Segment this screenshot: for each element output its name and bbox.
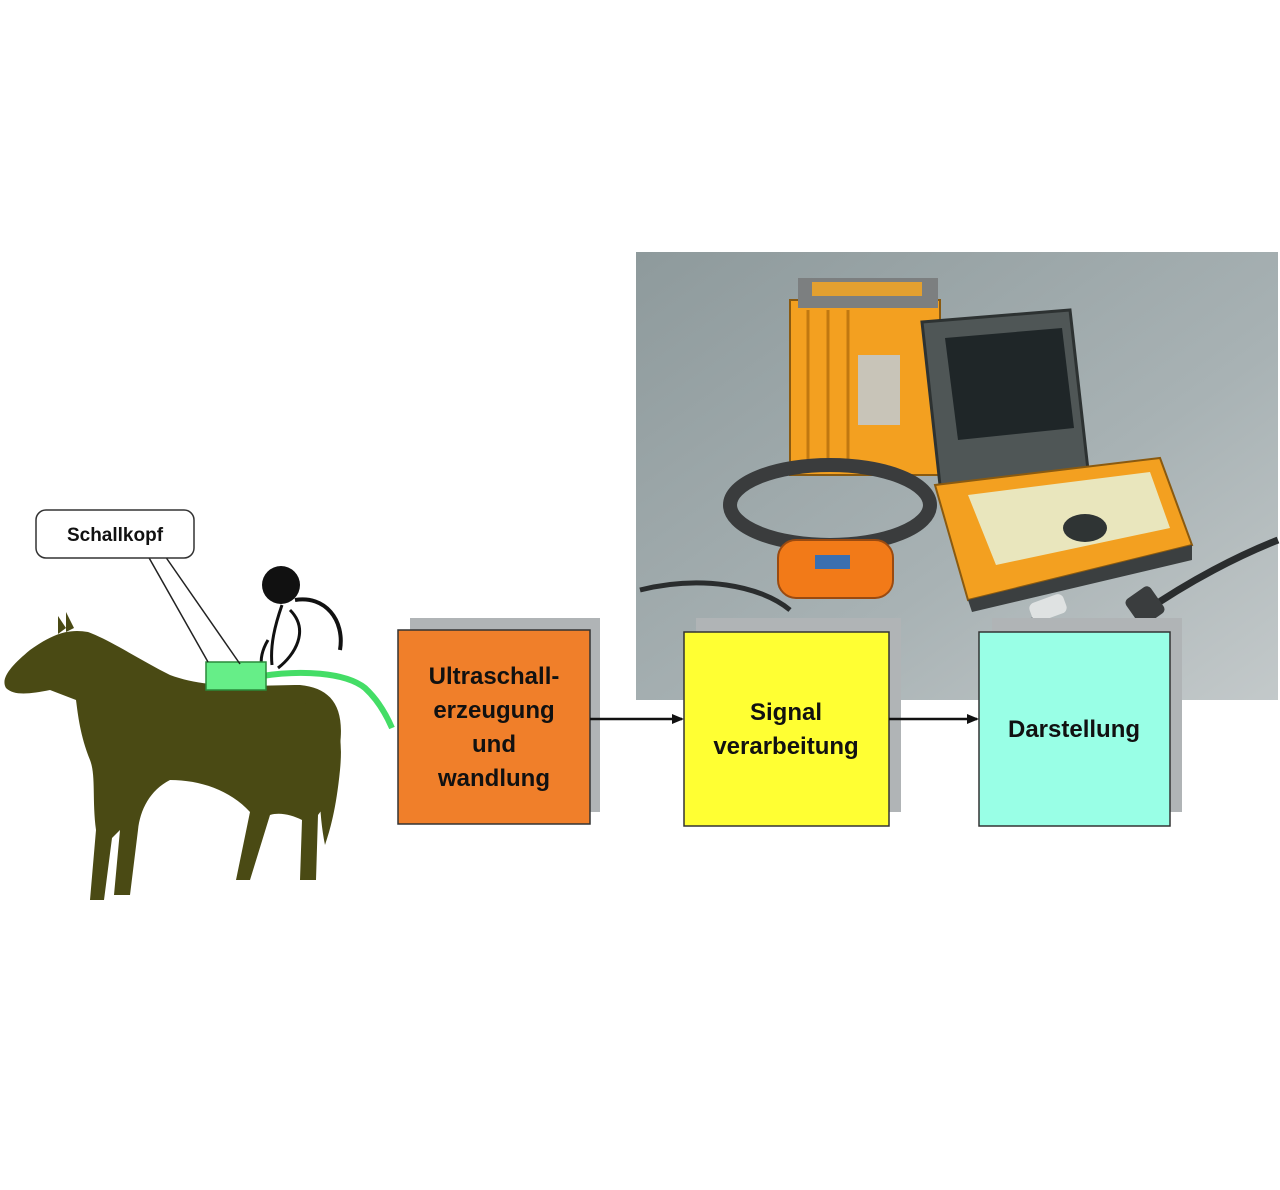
- block-label-line: Ultraschall-: [429, 663, 560, 690]
- block-label-line: Darstellung: [1008, 716, 1140, 743]
- probe-cable: [261, 669, 395, 730]
- block-label-line: verarbeitung: [713, 733, 858, 760]
- rider-icon: [259, 566, 343, 670]
- block-generation: Ultraschall-erzeugung und wandlung: [397, 629, 591, 825]
- horse-silhouette-icon: [4, 612, 341, 900]
- device-case-icon: [789, 278, 941, 476]
- block-label-line: Signal: [750, 699, 822, 726]
- callout-pointer: [147, 555, 241, 665]
- block-processing: Signal verarbeitung: [683, 631, 890, 827]
- block-processing-label: Signal verarbeitung: [713, 699, 858, 760]
- block-display: Darstellung: [978, 631, 1171, 827]
- callout-box: Schallkopf: [35, 509, 195, 559]
- block-display-label: Darstellung: [1008, 716, 1140, 743]
- block-label-line: und: [472, 731, 516, 758]
- block-label-line: wandlung: [437, 765, 550, 792]
- callout-label: Schallkopf: [67, 525, 164, 546]
- laptop-icon: [920, 308, 1194, 612]
- probe-icon: [205, 661, 267, 691]
- block-label-line: erzeugung: [433, 697, 554, 724]
- headset-icon: [723, 458, 937, 599]
- block-generation-label: Ultraschall-erzeugung und wandlung: [429, 663, 560, 792]
